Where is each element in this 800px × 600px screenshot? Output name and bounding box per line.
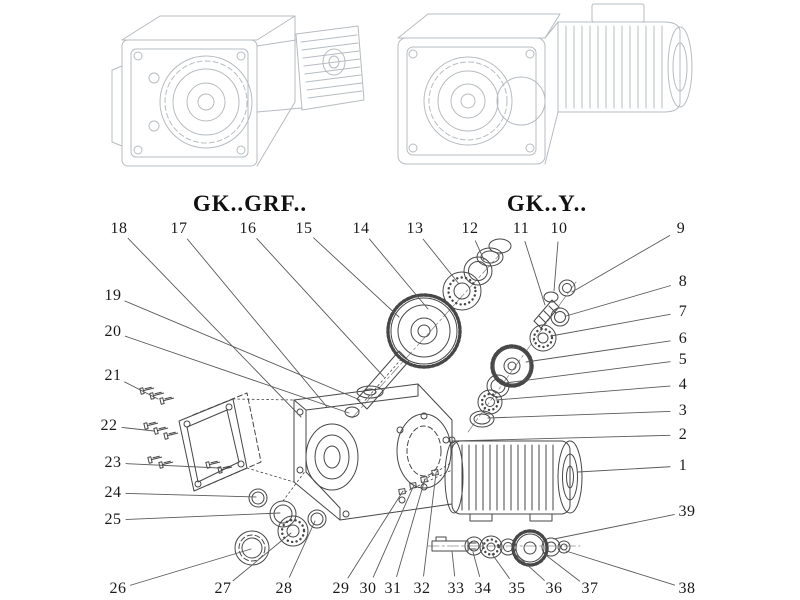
part-number-24: 24: [104, 484, 122, 501]
leader-line-14: [368, 238, 429, 310]
part-number-10: 10: [550, 220, 568, 237]
part-number-21: 21: [104, 367, 122, 384]
leader-line-37: [542, 552, 581, 582]
part-number-5: 5: [678, 351, 688, 368]
part-number-18: 18: [110, 220, 128, 237]
leader-line-6: [525, 340, 671, 363]
pinion-stack: [469, 279, 576, 428]
leader-line-1: [577, 466, 671, 473]
leader-line-20: [124, 335, 350, 414]
gk-y-assembled-drawing: [397, 3, 693, 165]
part-number-20: 20: [104, 323, 122, 340]
part-number-7: 7: [678, 303, 688, 320]
leader-line-30: [372, 484, 415, 578]
mounting-flange-assembly: [139, 384, 327, 566]
part-number-11: 11: [512, 220, 530, 237]
part-number-33: 33: [447, 580, 465, 597]
part-number-23: 23: [104, 454, 122, 471]
leader-line-12: [474, 240, 485, 261]
part-number-25: 25: [104, 511, 122, 528]
leader-line-13: [422, 238, 460, 285]
leader-line-15: [313, 237, 400, 318]
leader-line-17: [186, 238, 328, 408]
leader-line-28: [288, 520, 316, 578]
leader-line-23: [125, 463, 221, 469]
variant-label-gk-y: GK..Y..: [506, 191, 588, 216]
input-shaft: [344, 350, 410, 418]
leader-line-19: [124, 300, 361, 401]
leader-line-10: [553, 241, 559, 292]
motor-flange-bolt: [448, 436, 456, 444]
part-number-37: 37: [581, 580, 599, 597]
part-number-26: 26: [109, 580, 127, 597]
leader-line-31: [396, 478, 426, 577]
part-number-4: 4: [678, 376, 688, 393]
motor: [444, 436, 583, 522]
leader-line-25: [125, 512, 281, 520]
part-number-31: 31: [384, 580, 402, 597]
leader-line-26: [129, 548, 252, 586]
part-number-36: 36: [545, 580, 563, 597]
part-number-39: 39: [678, 503, 696, 520]
leader-line-9: [571, 235, 671, 293]
leader-line-2: [451, 434, 671, 442]
part-number-1: 1: [678, 457, 688, 474]
variant-label-gk-grf: GK..GRF..: [192, 191, 308, 216]
part-number-14: 14: [352, 220, 370, 237]
leader-line-18: [127, 237, 302, 418]
output-shaft-assembly: [431, 529, 571, 567]
input-bearing: [442, 271, 482, 311]
leader-lines: [121, 235, 676, 586]
part-number-34: 34: [474, 580, 492, 597]
leader-line-5: [504, 361, 671, 384]
gk-grf-assembled-drawing: [111, 15, 365, 167]
leader-line-39: [553, 514, 675, 540]
leader-line-7: [550, 313, 671, 337]
part-number-17: 17: [170, 220, 188, 237]
gearbox-housing: [293, 383, 453, 521]
part-number-6: 6: [678, 330, 688, 347]
part-number-35: 35: [508, 580, 526, 597]
leader-line-38: [565, 550, 676, 586]
leader-line-4: [495, 385, 671, 401]
leader-line-22: [121, 426, 155, 432]
part-number-12: 12: [461, 220, 479, 237]
leader-line-32: [423, 472, 437, 577]
leader-line-36: [513, 552, 545, 581]
part-number-38: 38: [678, 580, 696, 597]
part-number-22: 22: [100, 417, 118, 434]
leader-line-24: [125, 492, 257, 498]
part-number-27: 27: [214, 580, 232, 597]
part-number-13: 13: [406, 220, 424, 237]
leader-line-34: [472, 551, 481, 577]
part-number-2: 2: [678, 426, 688, 443]
input-rings: [463, 238, 512, 286]
leader-line-27: [232, 532, 292, 582]
input-gear: [386, 293, 462, 369]
part-number-32: 32: [413, 580, 431, 597]
leader-line-29: [347, 490, 404, 579]
part-number-3: 3: [678, 402, 688, 419]
part-number-15: 15: [295, 220, 313, 237]
part-number-30: 30: [359, 580, 377, 597]
part-number-19: 19: [104, 287, 122, 304]
leader-line-33: [451, 550, 456, 577]
part-number-9: 9: [676, 220, 686, 237]
part-number-8: 8: [678, 273, 688, 290]
leader-line-16: [256, 238, 385, 378]
leader-line-3: [487, 411, 671, 419]
leader-line-21: [124, 381, 159, 400]
leader-line-8: [565, 285, 671, 317]
leader-line-35: [491, 553, 510, 579]
part-number-16: 16: [239, 220, 257, 237]
pinion-axis-centerline: [467, 281, 577, 433]
leader-line-11: [524, 240, 546, 306]
part-number-29: 29: [332, 580, 350, 597]
part-number-28: 28: [275, 580, 293, 597]
